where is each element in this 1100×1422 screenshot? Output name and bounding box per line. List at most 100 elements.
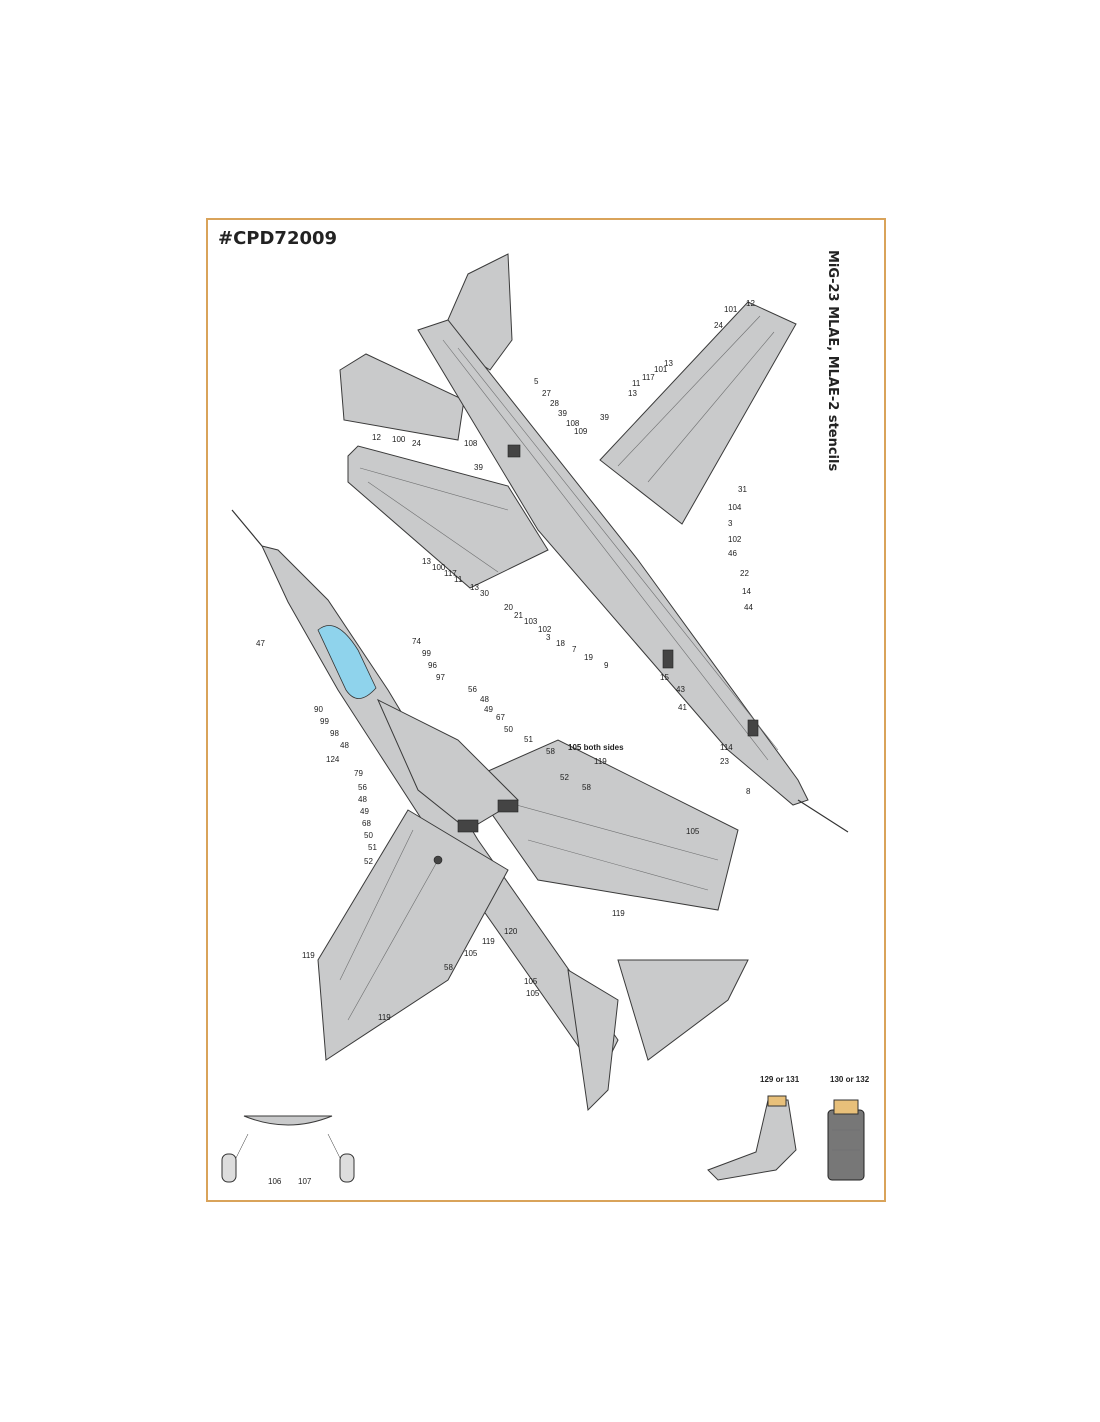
- lower-callout-4: 97: [436, 673, 445, 682]
- lower-callout-27: 119: [594, 757, 607, 766]
- upper-callout-33: 24: [412, 439, 421, 448]
- detail-callout-1: 107: [298, 1177, 312, 1186]
- lower-callout-26: 52: [560, 773, 569, 782]
- lower-callout-20: 49: [484, 705, 493, 714]
- lower-callout-33: 105: [464, 949, 478, 958]
- upper-callout-47: 19: [584, 653, 593, 662]
- upper-callout-28: 39: [600, 413, 609, 422]
- upper-tailplane-left: [339, 353, 465, 441]
- upper-callout-43: 102: [538, 625, 552, 634]
- canopy: [317, 625, 377, 699]
- lower-callout-28: 58: [582, 783, 591, 792]
- upper-callout-19: 114: [720, 743, 733, 752]
- upper-callout-37: 11: [454, 575, 463, 584]
- upper-callout-31: 12: [372, 433, 381, 442]
- lower-callout-17: 52: [364, 857, 373, 866]
- lower-callout-15: 50: [364, 831, 373, 840]
- lower-callout-12: 48: [358, 795, 367, 804]
- upper-callout-8: 31: [738, 485, 747, 494]
- upper-callout-5: 117: [642, 373, 655, 382]
- upper-callout-27: 109: [574, 427, 588, 436]
- lower-callout-24: 58: [546, 747, 555, 756]
- upper-callout-30: 39: [474, 463, 483, 472]
- lower-aircraft: [231, 509, 749, 1112]
- upper-callout-10: 3: [728, 519, 733, 528]
- upper-aircraft: [339, 253, 849, 833]
- lower-callout-3: 96: [428, 661, 437, 670]
- upper-callout-11: 102: [728, 535, 742, 544]
- lower-callout-2: 99: [422, 649, 431, 658]
- upper-left-wing: [347, 445, 549, 589]
- lower-tailplane-left: [567, 969, 619, 1112]
- upper-callout-13: 22: [740, 569, 749, 578]
- lower-callout-25: 105 both sides: [568, 743, 624, 752]
- upper-callout-45: 18: [556, 639, 565, 648]
- detail-callout-3: 130 or 132: [830, 1075, 870, 1084]
- upper-callout-16: 15: [660, 673, 669, 682]
- product-code: #CPD72009: [218, 228, 338, 249]
- upper-callout-12: 46: [728, 549, 737, 558]
- upper-callout-41: 21: [514, 611, 523, 620]
- upper-callout-9: 104: [728, 503, 742, 512]
- lower-tailplane-right: [617, 959, 749, 1061]
- lower-callout-6: 99: [320, 717, 329, 726]
- lower-right-wing: [467, 739, 739, 911]
- lower-callout-21: 67: [496, 713, 505, 722]
- lower-callout-16: 51: [368, 843, 377, 852]
- lower-callout-1: 74: [412, 637, 421, 646]
- upper-callout-24: 28: [550, 399, 559, 408]
- lower-callout-30: 119: [612, 909, 625, 918]
- upper-callout-23: 27: [542, 389, 551, 398]
- detail-callout-2: 129 or 131: [760, 1075, 800, 1084]
- upper-callout-29: 108: [464, 439, 478, 448]
- lower-callout-19: 48: [480, 695, 489, 704]
- upper-callout-46: 7: [572, 645, 577, 654]
- lower-callout-0: 47: [256, 639, 265, 648]
- lower-callout-34: 58: [444, 963, 453, 972]
- lower-callout-29: 105: [686, 827, 700, 836]
- lower-callout-18: 56: [468, 685, 477, 694]
- decal-sheet: #CPD72009 MiG-23 MLAE, MLAE-2 stencils: [206, 218, 886, 1202]
- upper-callout-7: 13: [628, 389, 637, 398]
- upper-callout-42: 103: [524, 617, 538, 626]
- detail-labels: 106 107 129 or 131 130 or 132: [268, 1075, 870, 1186]
- upper-right-wing: [599, 301, 797, 525]
- lower-callout-23: 51: [524, 735, 533, 744]
- upper-aircraft-labels: 1210124131011171113311043102462214441543…: [372, 299, 755, 796]
- upper-callout-32: 100: [392, 435, 406, 444]
- lower-callout-11: 56: [358, 783, 367, 792]
- upper-callout-3: 13: [664, 359, 673, 368]
- upper-callout-48: 9: [604, 661, 609, 670]
- lower-left-wing: [317, 809, 509, 1061]
- upper-callout-2: 24: [714, 321, 723, 330]
- lower-callout-7: 98: [330, 729, 339, 738]
- ejection-seat-side: [707, 1095, 797, 1181]
- upper-callout-1: 101: [724, 305, 738, 314]
- lower-callout-31: 120: [504, 927, 518, 936]
- lower-callout-22: 50: [504, 725, 513, 734]
- upper-callout-36: 117: [444, 569, 457, 578]
- main-gear-detail: [221, 1115, 355, 1183]
- lower-callout-13: 49: [360, 807, 369, 816]
- stencil-diagram: 1210124131011171113311043102462214441543…: [221, 253, 870, 1186]
- lower-callout-32: 119: [482, 937, 495, 946]
- detail-callout-0: 106: [268, 1177, 282, 1186]
- lower-callout-38: 119: [378, 1013, 391, 1022]
- lower-callout-9: 124: [326, 755, 340, 764]
- lower-callout-14: 68: [362, 819, 371, 828]
- lower-callout-5: 90: [314, 705, 323, 714]
- upper-callout-35: 100: [432, 563, 446, 572]
- upper-callout-17: 43: [676, 685, 685, 694]
- upper-callout-4: 101: [654, 365, 668, 374]
- upper-callout-39: 30: [480, 589, 489, 598]
- upper-callout-38: 13: [470, 583, 479, 592]
- lower-callout-37: 119: [302, 951, 315, 960]
- upper-callout-22: 5: [534, 377, 539, 386]
- ejection-seat-front: [827, 1099, 865, 1181]
- upper-callout-34: 13: [422, 557, 431, 566]
- upper-callout-40: 20: [504, 603, 513, 612]
- lower-callout-36: 105: [526, 989, 540, 998]
- lower-callout-10: 79: [354, 769, 363, 778]
- upper-callout-15: 44: [744, 603, 753, 612]
- upper-callout-26: 108: [566, 419, 580, 428]
